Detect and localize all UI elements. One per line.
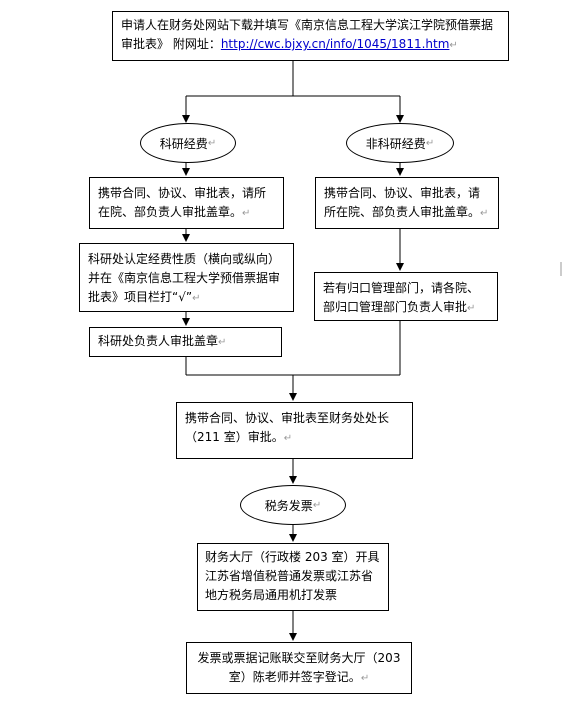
research-step2-box: 科研处认定经费性质（横向或纵向）并在《南京信息工程大学预借票据审批表》项目栏打“… bbox=[79, 243, 294, 312]
branch-research-oval: 科研经费↵ bbox=[140, 123, 236, 163]
research-step1-box: 携带合同、协议、审批表，请所在院、部负责人审批盖章。↵ bbox=[89, 177, 284, 229]
research-step2-text: 科研处认定经费性质（横向或纵向）并在《南京信息工程大学预借票据审批表》项目栏打“… bbox=[88, 252, 281, 304]
nonresearch-step1-box: 携带合同、协议、审批表，请所在院、部负责人审批盖章。↵ bbox=[315, 177, 499, 229]
nonresearch-step2-box: 若有归口管理部门，请各院、部归口管理部门负责人审批↵ bbox=[314, 272, 498, 321]
issue-invoice-text: 财务大厅（行政楼 203 室）开具江苏省增值税普通发票或江苏省地方税务局通用机打… bbox=[205, 550, 380, 602]
research-step3-text: 科研处负责人审批盖章 bbox=[98, 334, 219, 348]
register-box: 发票或票据记账联交至财务大厅（203室）陈老师并签字登记。↵ bbox=[186, 642, 412, 694]
form-download-link[interactable]: http://cwc.bjxy.cn/info/1045/1811.htm bbox=[220, 37, 450, 51]
branch-research-label: 科研经费 bbox=[159, 136, 208, 151]
finance-head-text: 携带合同、协议、审批表至财务处处长（211 室）审批。 bbox=[185, 411, 390, 444]
step-apply-text: 申请人在财务处网站下载并填写《南京信息工程大学滨江学院预借票据审批表》 附网址： bbox=[121, 18, 494, 51]
research-step1-text: 携带合同、协议、审批表，请所在院、部负责人审批盖章。 bbox=[98, 186, 267, 219]
branch-nonresearch-oval: 非科研经费↵ bbox=[346, 123, 454, 163]
issue-invoice-box: 财务大厅（行政楼 203 室）开具江苏省增值税普通发票或江苏省地方税务局通用机打… bbox=[197, 543, 389, 611]
research-step3-box: 科研处负责人审批盖章↵ bbox=[89, 327, 282, 357]
register-text: 发票或票据记账联交至财务大厅（203室）陈老师并签字登记。 bbox=[197, 651, 401, 684]
finance-head-box: 携带合同、协议、审批表至财务处处长（211 室）审批。↵ bbox=[176, 402, 413, 459]
step-apply-box: 申请人在财务处网站下载并填写《南京信息工程大学滨江学院预借票据审批表》 附网址：… bbox=[112, 11, 509, 61]
branch-nonresearch-label: 非科研经费 bbox=[365, 136, 426, 151]
nonresearch-step1-text: 携带合同、协议、审批表，请所在院、部负责人审批盖章。 bbox=[324, 186, 481, 219]
tax-invoice-label: 税务发票 bbox=[264, 498, 313, 513]
paragraph-mark: ↵ bbox=[449, 40, 458, 51]
tax-invoice-oval: 税务发票↵ bbox=[240, 485, 346, 525]
nonresearch-step2-text: 若有归口管理部门，请各院、部归口管理部门负责人审批 bbox=[323, 281, 480, 314]
